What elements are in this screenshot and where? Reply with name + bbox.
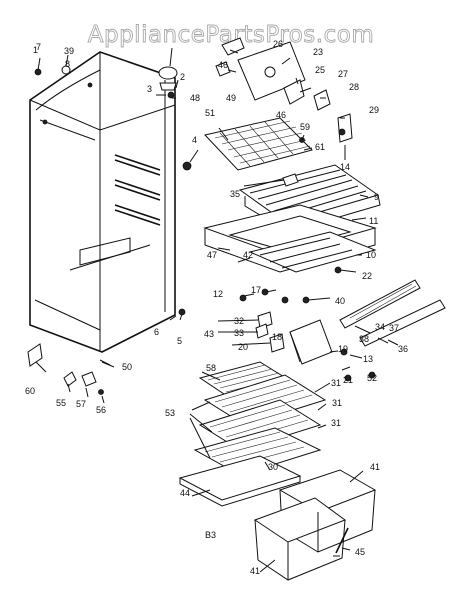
part-label: 14 bbox=[340, 162, 350, 172]
part-label: 48 bbox=[190, 93, 200, 103]
part-label: 30 bbox=[268, 462, 278, 472]
part-label: 46 bbox=[276, 110, 286, 120]
part-label: 47 bbox=[207, 250, 217, 260]
part-label: 33 bbox=[234, 328, 244, 338]
part-label: 55 bbox=[56, 398, 66, 408]
part-label: 46 bbox=[218, 60, 228, 70]
part-label: 44 bbox=[180, 488, 190, 498]
part-label: 45 bbox=[355, 547, 365, 557]
part-label: 18 bbox=[272, 332, 282, 342]
part-label: 43 bbox=[204, 329, 214, 339]
drawer-rail-parts bbox=[239, 279, 446, 382]
cabinet-body bbox=[29, 51, 176, 353]
part-label: 49 bbox=[226, 93, 236, 103]
part-label: 21 bbox=[343, 375, 353, 385]
freezer-shelf-grid bbox=[204, 117, 313, 171]
part-label: 58 bbox=[206, 363, 216, 373]
part-label: 41 bbox=[250, 566, 260, 576]
part-label: 28 bbox=[349, 82, 359, 92]
part-label: 38 bbox=[359, 334, 369, 344]
part-label: 13 bbox=[363, 354, 373, 364]
part-label: 17 bbox=[251, 285, 261, 295]
part-label: 57 bbox=[76, 399, 86, 409]
part-label: 50 bbox=[122, 362, 132, 372]
part-label: 26 bbox=[273, 39, 283, 49]
part-label: 1 bbox=[33, 45, 38, 55]
part-label: 31 bbox=[331, 418, 341, 428]
part-label: 35 bbox=[230, 189, 240, 199]
part-label: 6 bbox=[154, 327, 159, 337]
part-label: 2 bbox=[180, 72, 185, 82]
part-label: 31 bbox=[331, 378, 341, 388]
part-label: 53 bbox=[165, 408, 175, 418]
part-label: 10 bbox=[366, 250, 376, 260]
part-label: 22 bbox=[362, 271, 372, 281]
top-hinge-parts bbox=[34, 65, 192, 316]
part-label: 61 bbox=[315, 142, 325, 152]
part-label: 31 bbox=[332, 398, 342, 408]
part-label: 51 bbox=[205, 108, 215, 118]
watermark-text: AppliancePartsPros.com bbox=[88, 22, 374, 48]
part-label: 52 bbox=[367, 373, 377, 383]
part-label: 34 bbox=[375, 322, 385, 332]
part-label: 3 bbox=[147, 84, 152, 94]
part-label: 25 bbox=[315, 65, 325, 75]
part-label: 23 bbox=[313, 47, 323, 57]
part-label: 19 bbox=[338, 344, 348, 354]
glass-shelves bbox=[178, 361, 327, 507]
part-label: 41 bbox=[370, 462, 380, 472]
crisper-drawers bbox=[253, 469, 377, 581]
part-label: 7 bbox=[36, 42, 41, 52]
part-label: 36 bbox=[398, 344, 408, 354]
part-label: 32 bbox=[234, 316, 244, 326]
part-label: 20 bbox=[238, 342, 248, 352]
part-label: 60 bbox=[25, 386, 35, 396]
freezer-cover-assembly bbox=[238, 164, 381, 233]
part-label: 5 bbox=[177, 336, 182, 346]
part-label: 8 bbox=[65, 59, 70, 69]
part-label: 9 bbox=[374, 192, 379, 202]
part-label: 29 bbox=[369, 105, 379, 115]
part-label: 12 bbox=[213, 289, 223, 299]
part-label: 37 bbox=[389, 323, 399, 333]
part-label: 11 bbox=[369, 216, 378, 226]
upper-control-parts bbox=[215, 37, 353, 160]
part-label: 42 bbox=[243, 250, 253, 260]
part-labels: 1 2 3 4 5 6 7 8 9 10 11 12 13 14 17 18 1… bbox=[25, 39, 408, 576]
part-label: 39 bbox=[64, 46, 74, 56]
part-label: 56 bbox=[96, 405, 106, 415]
part-label: 59 bbox=[300, 122, 310, 132]
part-label: 40 bbox=[335, 296, 345, 306]
diagram-code: B3 bbox=[205, 530, 216, 540]
part-label: 4 bbox=[192, 135, 197, 145]
bottom-hardware bbox=[27, 343, 111, 395]
meat-pan-assembly bbox=[203, 204, 377, 274]
leader-lines bbox=[35, 47, 399, 573]
part-label: 27 bbox=[338, 69, 348, 79]
